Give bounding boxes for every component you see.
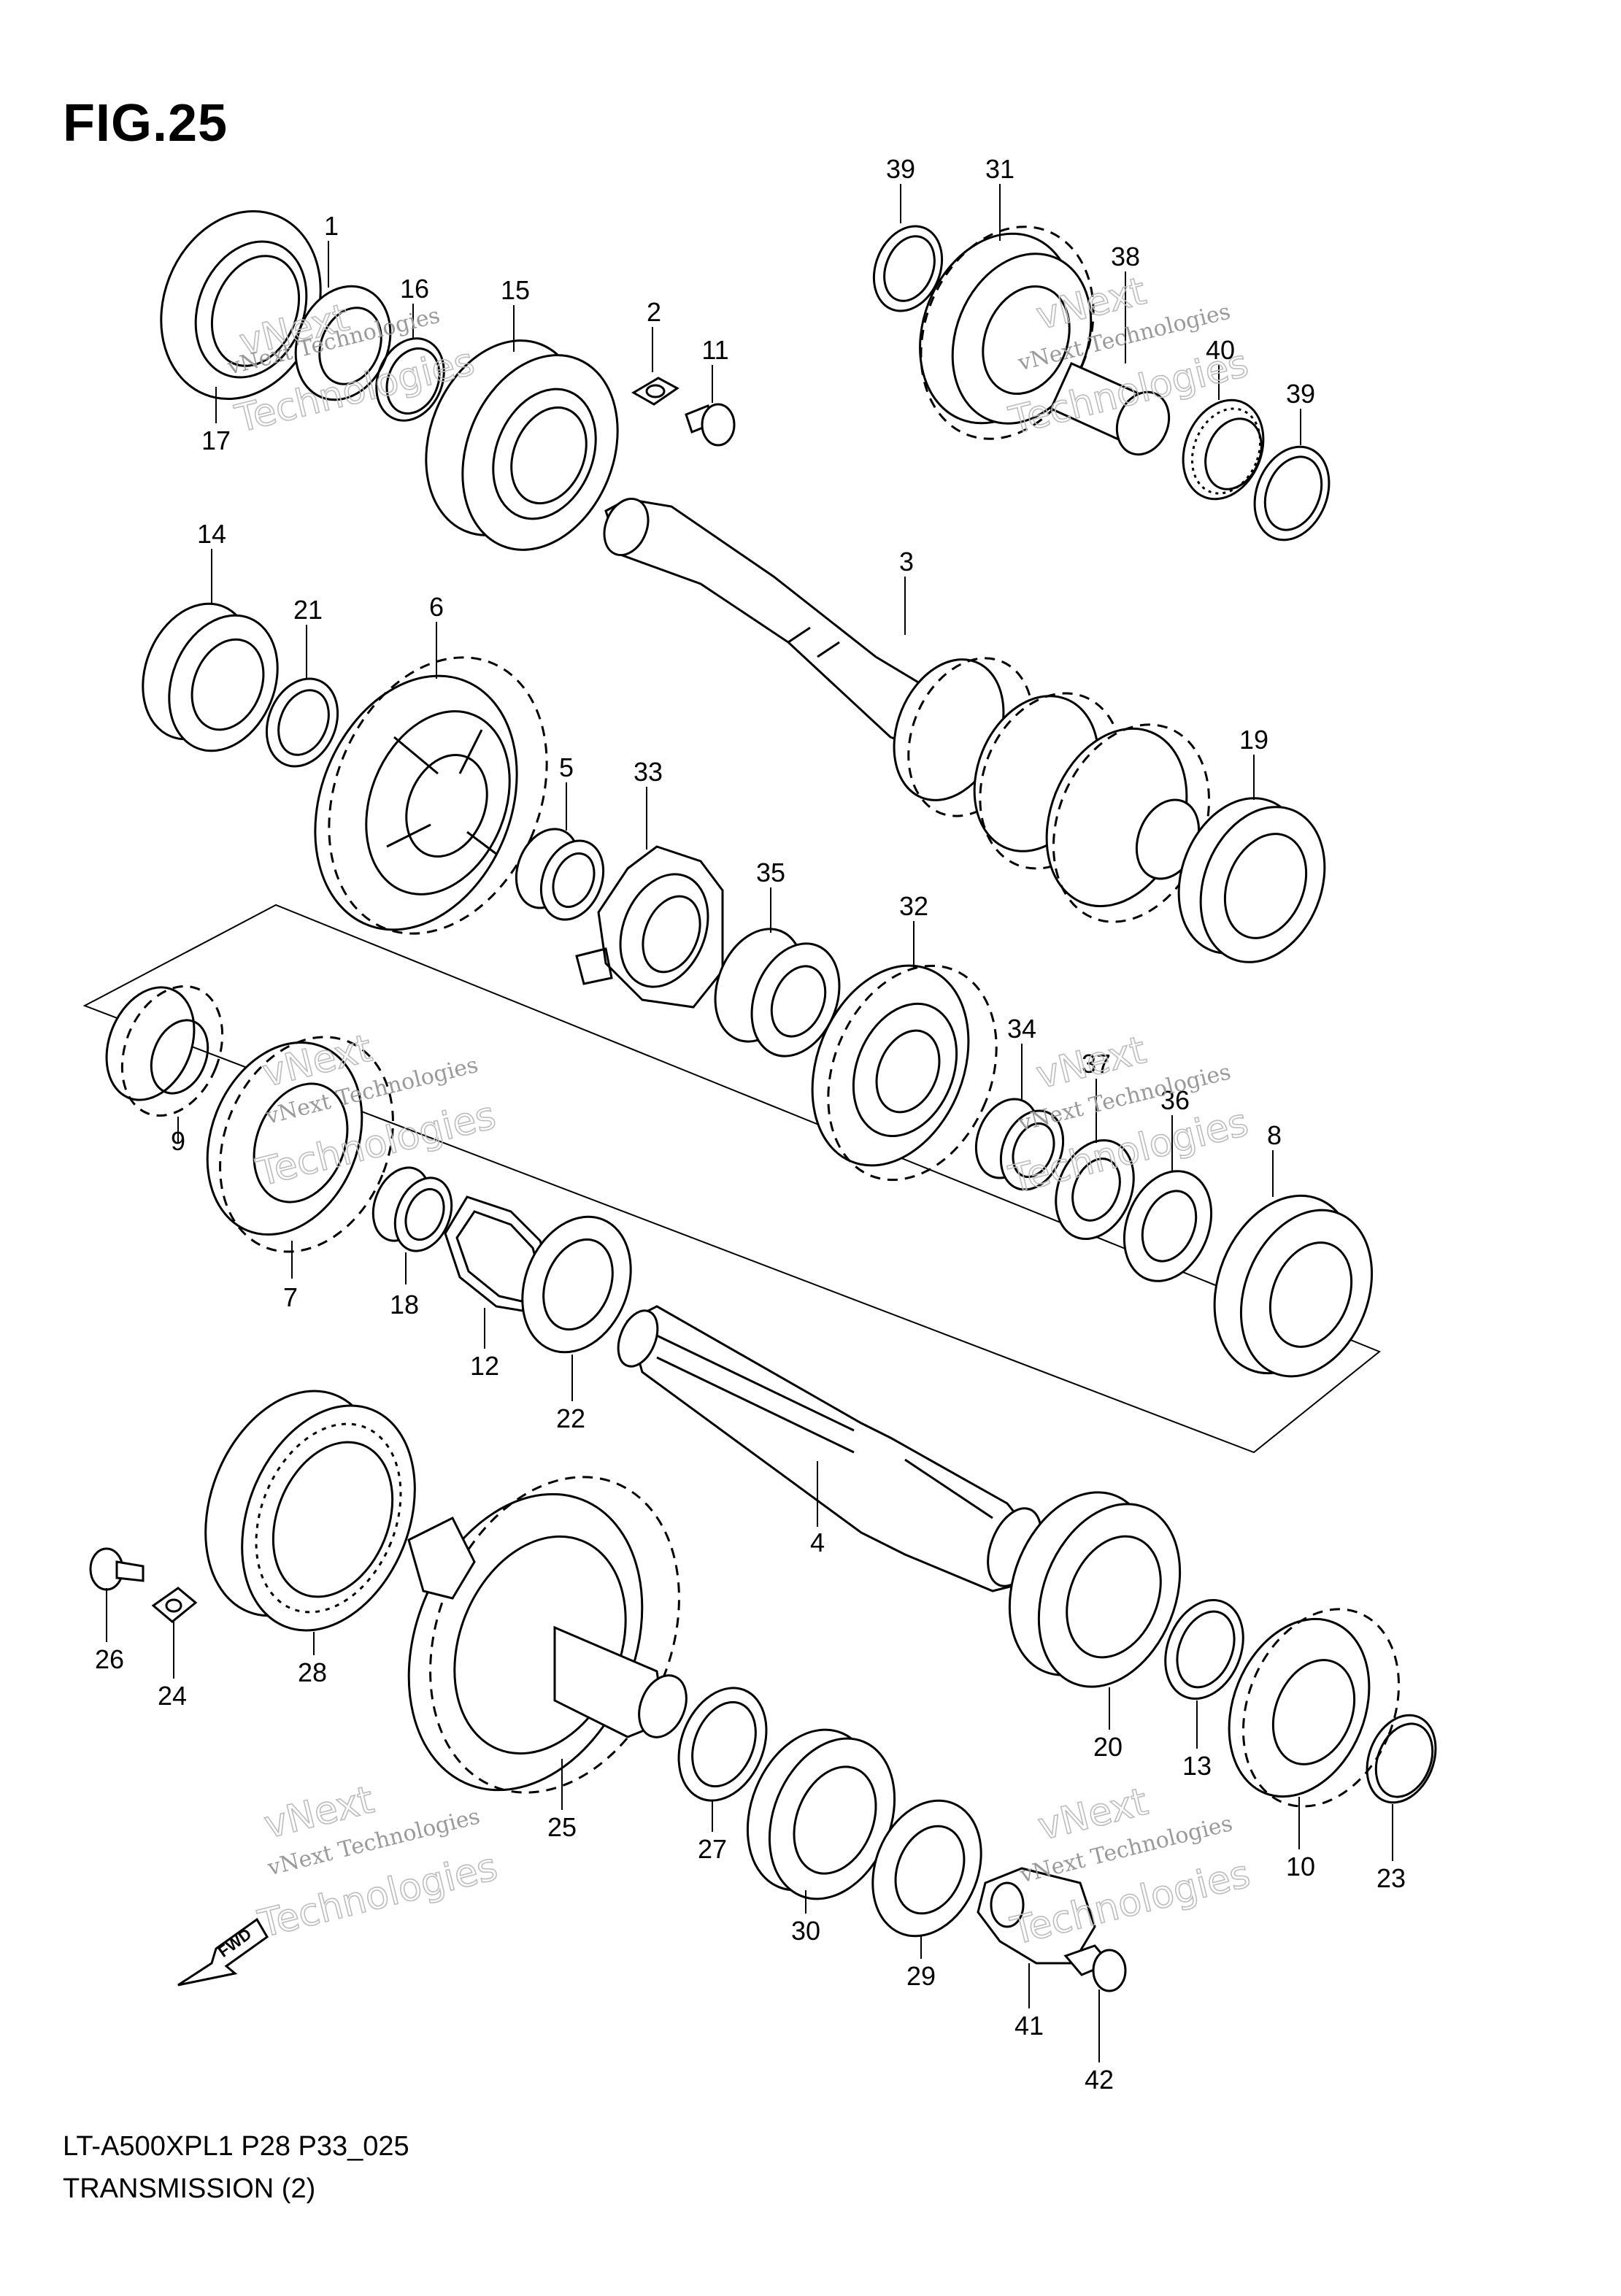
callout-25: 25 [547, 1812, 577, 1842]
callout-7: 7 [283, 1282, 298, 1312]
callout-1: 1 [324, 211, 339, 241]
callout-35: 35 [756, 858, 785, 887]
callout-4: 4 [810, 1528, 825, 1557]
part-bearing-20 [1008, 1491, 1182, 1688]
callout-2: 2 [647, 297, 661, 327]
callout-38: 38 [1111, 242, 1140, 271]
part-gear-8 [1213, 1194, 1374, 1378]
callout-34: 34 [1007, 1014, 1036, 1044]
part-sensor-41 [977, 1867, 1096, 1965]
part-gear-25 [407, 1476, 688, 1794]
part-washer-24 [151, 1587, 198, 1623]
part-bearing-19 [1177, 797, 1326, 963]
part-washer-37 [1055, 1139, 1135, 1241]
callout-40: 40 [1206, 335, 1235, 365]
callout-11: 11 [701, 335, 728, 365]
part-shaft-3-gears [893, 657, 1211, 923]
part-ring-27 [677, 1687, 768, 1802]
callout-39-right: 39 [1286, 379, 1315, 409]
part-bolt-26 [89, 1547, 145, 1591]
part-bearing-30 [746, 1728, 896, 1900]
part-circlip-16 [375, 337, 445, 422]
callout-26: 26 [95, 1644, 124, 1674]
callout-20: 20 [1093, 1732, 1123, 1762]
callout-31: 31 [985, 154, 1014, 184]
callout-37: 37 [1082, 1049, 1111, 1079]
part-bushing-34 [974, 1098, 1065, 1191]
callout-28: 28 [298, 1657, 327, 1687]
callout-15: 15 [501, 275, 530, 305]
fwd-arrow-icon: FWD [177, 1917, 269, 1987]
section-title: TRANSMISSION (2) [63, 2173, 316, 2204]
part-washer-21 [265, 677, 339, 768]
callout-42: 42 [1085, 2065, 1114, 2095]
callout-39-top: 39 [886, 154, 915, 184]
figure-title: FIG.25 [63, 94, 228, 153]
part-oil-seal-29 [871, 1799, 982, 1938]
part-gear-32 [811, 964, 998, 1182]
part-bolt-42 [1063, 1944, 1127, 1992]
callout-9: 9 [171, 1126, 185, 1156]
callout-14: 14 [197, 519, 226, 549]
part-bearing-28 [204, 1390, 416, 1632]
part-washer-36 [1123, 1170, 1213, 1282]
callout-10: 10 [1286, 1852, 1315, 1881]
part-screw-11 [685, 403, 736, 447]
part-gear-6 [314, 656, 548, 935]
callout-19: 19 [1239, 725, 1268, 755]
watermark-6: vNext vNext Technologies Technologies [1006, 1779, 1255, 1954]
part-washer-22 [521, 1215, 632, 1354]
part-ball-bearing-15 [425, 339, 619, 551]
callout-23: 23 [1376, 1863, 1406, 1893]
callout-29: 29 [906, 1961, 936, 1991]
part-washer-2 [631, 377, 679, 406]
callout-6: 6 [429, 592, 444, 622]
part-washer-39-top [872, 225, 944, 312]
part-driveshaft-4 [617, 1305, 1042, 1592]
callout-33: 33 [634, 757, 663, 787]
callout-32: 32 [899, 891, 928, 921]
callout-30: 30 [791, 1916, 820, 1946]
part-gear-31 [919, 226, 1095, 440]
callout-18: 18 [390, 1290, 419, 1320]
callout-41: 41 [1014, 2011, 1044, 2041]
part-gear-33 [575, 845, 724, 1009]
callout-17: 17 [201, 425, 231, 455]
part-gear-35 [714, 928, 841, 1058]
part-ring-13 [1164, 1598, 1244, 1700]
part-gear-9 [105, 985, 224, 1117]
callout-21: 21 [293, 595, 323, 625]
callout-16: 16 [400, 274, 429, 304]
callout-3: 3 [899, 547, 914, 577]
part-gear-7 [206, 1036, 394, 1253]
callout-27: 27 [698, 1834, 727, 1864]
callout-12: 12 [470, 1351, 499, 1381]
callout-13: 13 [1182, 1751, 1212, 1781]
callout-8: 8 [1267, 1120, 1282, 1150]
part-washer-39-right [1253, 445, 1331, 542]
assembly-box [82, 904, 1381, 1454]
part-needle-bearing-40 [1182, 398, 1265, 501]
part-bushing-5 [515, 828, 605, 921]
part-bearing-1 [294, 285, 392, 401]
part-circlip-23 [1366, 1714, 1437, 1804]
part-bearing-14 [142, 602, 279, 752]
callouts: 1 2 3 4 5 6 7 8 9 10 11 12 13 14 15 16 1… [95, 154, 1406, 2095]
callout-36: 36 [1160, 1085, 1190, 1115]
model-code: LT-A500XPL1 P28 P33_025 [63, 2131, 409, 2162]
part-shaft-3 [603, 497, 950, 761]
callout-22: 22 [556, 1403, 585, 1433]
part-bushing-18 [371, 1166, 453, 1252]
callout-24: 24 [158, 1681, 187, 1711]
callout-5: 5 [559, 752, 574, 782]
leader-lines [106, 184, 1393, 2062]
part-bushing-38 [1050, 362, 1171, 456]
